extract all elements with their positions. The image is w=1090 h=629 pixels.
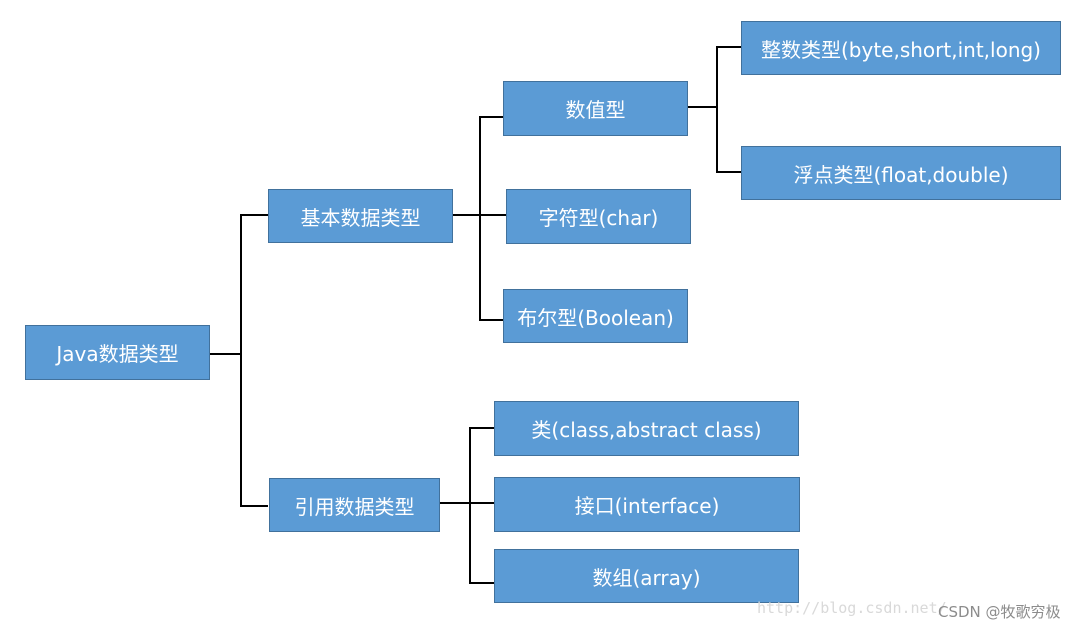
node-numeric-type-label: 数值型 [565,98,626,122]
node-integer-types: 整数类型(byte,short,int,long) [741,21,1061,75]
node-floating-types: 浮点类型(float,double) [741,146,1061,200]
node-char-type: 字符型(char) [506,189,691,244]
node-numeric-type: 数值型 [503,81,688,136]
connector-reference-to-class [469,427,494,584]
node-array-type-label: 数组(array) [592,565,701,590]
node-class-type-label: 类(class,abstract class) [531,418,762,442]
node-interface-type: 接口(interface) [494,477,800,532]
node-char-type-label: 字符型(char) [538,206,659,230]
node-boolean-type-label: 布尔型(Boolean) [517,305,674,330]
node-boolean-type: 布尔型(Boolean) [503,289,688,343]
node-reference-types-label: 引用数据类型 [294,494,415,519]
node-primitive-types-label: 基本数据类型 [300,205,421,230]
node-array-type: 数组(array) [494,549,799,603]
connector-numeric-to-integer [716,46,741,173]
node-reference-types: 引用数据类型 [269,478,440,532]
node-primitive-types: 基本数据类型 [268,189,453,243]
watermark-credit: CSDN @牧歌穷极 [938,603,1061,621]
node-integer-types-label: 整数类型(byte,short,int,long) [761,37,1041,62]
node-java-data-types-label: Java数据类型 [56,342,179,366]
node-class-type: 类(class,abstract class) [494,401,799,456]
node-floating-types-label: 浮点类型(float,double) [793,162,1009,187]
connector-primitive-to-numeric [479,116,503,321]
watermark-url: http://blog.csdn.net/ [757,599,947,617]
node-interface-type-label: 接口(interface) [574,494,720,518]
node-java-data-types: Java数据类型 [25,325,210,380]
connector-root-to-primitive [240,214,268,507]
